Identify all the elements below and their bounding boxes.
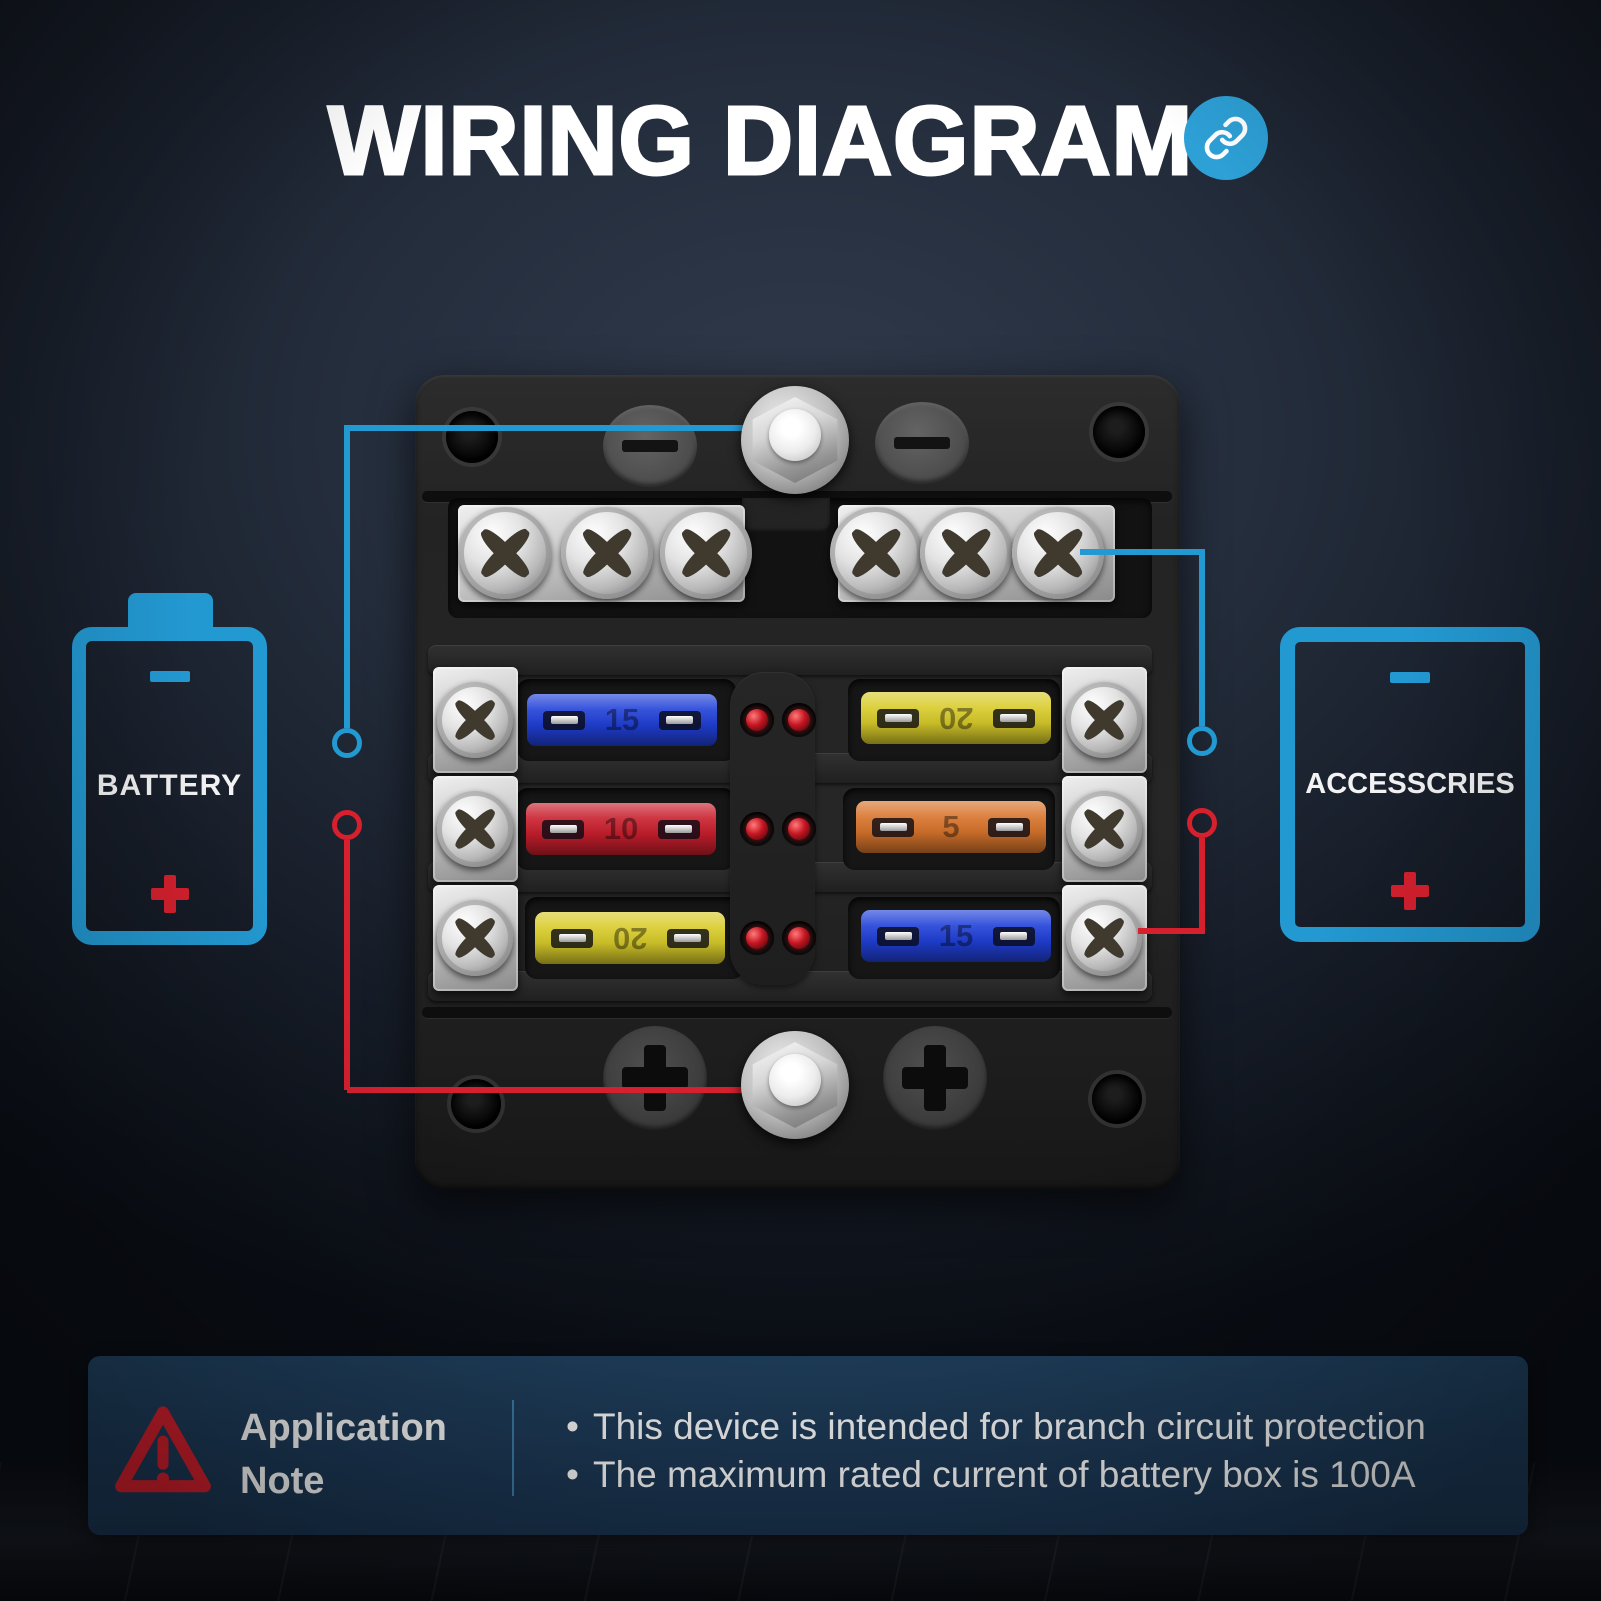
cross-slot-right: [883, 1026, 987, 1130]
positive-wire-battery-horizontal: [347, 1087, 742, 1093]
battery-cap: [128, 593, 213, 631]
note-heading-line1: Application: [240, 1407, 447, 1449]
fuse-red-10a: 10: [526, 803, 716, 855]
negative-node-battery: [332, 728, 362, 758]
note-bullet-text: The maximum rated current of battery box…: [592, 1454, 1416, 1495]
mounting-hole-top-left: [446, 411, 498, 463]
battery-negative-marker: [149, 671, 190, 682]
bullet-dot: •: [566, 1454, 579, 1495]
case-rib: [428, 645, 1152, 675]
bus-screw-2: [561, 507, 653, 599]
accessories-label: ACCESSCRIES: [1305, 768, 1515, 800]
battery-positive-marker: [150, 875, 189, 913]
fuse-amp-label: 15: [938, 918, 974, 953]
fuse-yellow-20a: 20: [861, 692, 1051, 744]
case-groove-top: [422, 491, 1172, 502]
note-bullets: • This device is intended for branch cir…: [566, 1403, 1426, 1499]
note-divider: [512, 1400, 514, 1496]
center-tab: [742, 498, 830, 532]
circuit-screw-right-3: [1066, 900, 1142, 976]
blown-fuse-led: [746, 927, 768, 949]
fuse-blade-slot: [666, 928, 709, 948]
negative-wire-accessory-horizontal: [1080, 549, 1205, 555]
blown-fuse-led: [788, 818, 810, 840]
terminal-cover-oval-right: [875, 402, 969, 484]
page-title: WIRING DIAGRAM: [327, 86, 1194, 195]
fuse-blade-slot: [872, 817, 914, 837]
fuse-blade-slot: [877, 926, 919, 946]
positive-node-accessory: [1187, 808, 1217, 838]
fuse-amp-label: 5: [942, 809, 960, 844]
fuse-blade-slot: [658, 710, 701, 730]
circuit-screw-left-3: [437, 900, 513, 976]
negative-wire-battery-vertical: [344, 425, 350, 728]
circuit-screw-left-1: [437, 682, 513, 758]
chain-link-icon: [1184, 96, 1268, 180]
positive-node-battery: [332, 810, 362, 840]
mounting-hole-top-right: [1093, 406, 1145, 458]
note-bullet-item: • The maximum rated current of battery b…: [566, 1451, 1426, 1499]
fuse-yellow-20a: 20: [535, 912, 725, 964]
bus-screw-1: [459, 507, 551, 599]
negative-wire-battery-horizontal: [347, 425, 745, 431]
fuse-blade-slot: [543, 710, 585, 730]
fuse-orange-5a: 5: [856, 801, 1046, 853]
terminal-cover-oval-left: [603, 405, 697, 487]
bus-screw-5: [920, 507, 1012, 599]
circuit-screw-right-1: [1066, 682, 1142, 758]
fuse-amp-label: 20: [612, 921, 648, 956]
fuse-blue-15a: 15: [861, 910, 1051, 962]
bullet-dot: •: [566, 1406, 579, 1447]
fuse-blade-slot: [542, 819, 584, 839]
battery-label: BATTERY: [96, 769, 243, 802]
cross-slot-left: [603, 1026, 707, 1130]
accessories-negative-marker: [1390, 672, 1430, 683]
negative-wire-accessory-vertical: [1199, 549, 1205, 726]
mounting-hole-bottom-right: [1092, 1074, 1142, 1124]
fuse-blue-15a: 15: [527, 694, 717, 746]
battery-icon: BATTERY: [72, 627, 267, 945]
circuit-screw-left-2: [437, 791, 513, 867]
bus-screw-4: [830, 507, 922, 599]
note-bullet-text: This device is intended for branch circu…: [592, 1406, 1426, 1447]
note-heading: Application Note: [240, 1402, 447, 1508]
bus-screw-3: [660, 507, 752, 599]
circuit-screw-right-2: [1066, 791, 1142, 867]
blown-fuse-led: [746, 818, 768, 840]
cover-slit: [622, 440, 678, 452]
fuse-blade-slot: [877, 708, 919, 728]
fuse-blade-slot: [657, 819, 700, 839]
fuse-amp-label: 20: [938, 701, 974, 736]
accessories-positive-marker: [1391, 872, 1429, 910]
fuse-blade-slot: [992, 926, 1035, 946]
fuse-blade-slot: [992, 708, 1035, 728]
note-heading-line2: Note: [240, 1460, 325, 1502]
negative-node-accessory: [1187, 726, 1217, 756]
positive-wire-battery-vertical: [344, 840, 350, 1090]
blown-fuse-led: [746, 709, 768, 731]
blown-fuse-led: [788, 709, 810, 731]
positive-stud-nut: [740, 1030, 850, 1140]
positive-wire-accessory-horizontal: [1138, 928, 1205, 934]
warning-triangle-icon: [108, 1396, 218, 1500]
fuse-amp-label: 15: [604, 702, 640, 737]
fuse-amp-label: 10: [603, 811, 639, 846]
negative-stud-nut: [740, 385, 850, 495]
application-note-panel: Application Note • This device is intend…: [88, 1356, 1528, 1535]
case-groove-bottom: [422, 1007, 1172, 1018]
fuse-blade-slot: [551, 928, 593, 948]
fuse-blade-slot: [988, 817, 1030, 837]
positive-wire-accessory-vertical: [1199, 838, 1205, 934]
note-bullet-item: • This device is intended for branch cir…: [566, 1403, 1426, 1451]
cover-slit: [894, 437, 950, 449]
accessories-icon: ACCESSCRIES: [1280, 627, 1540, 942]
blown-fuse-led: [788, 927, 810, 949]
